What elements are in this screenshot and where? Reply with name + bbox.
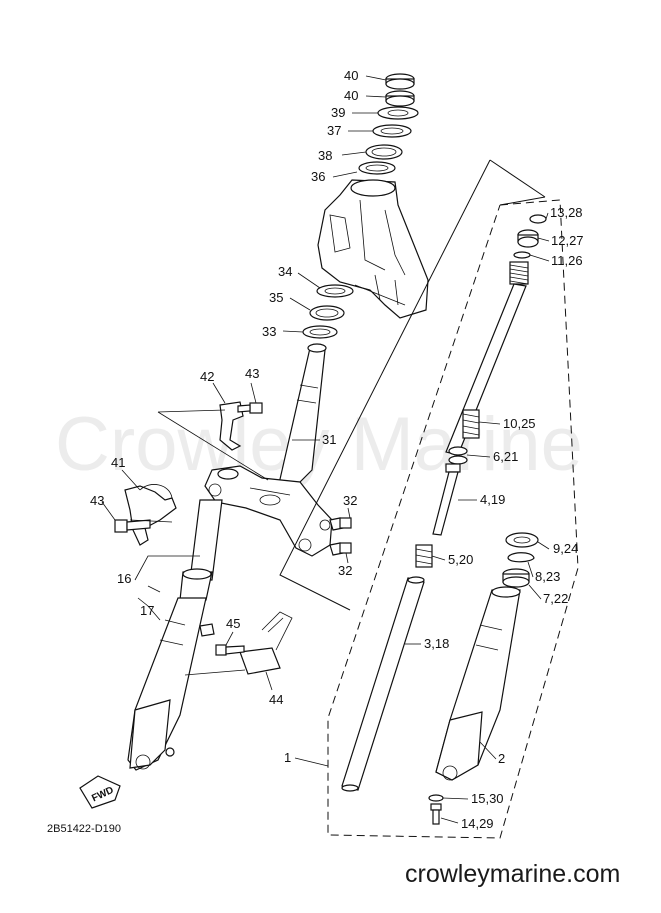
callout-40b: 40 [344, 88, 358, 103]
callout-43b: 43 [90, 493, 104, 508]
callout-labels: 40 40 39 37 38 36 34 35 33 42 43 31 41 4… [90, 68, 584, 831]
piston-ring-6 [448, 446, 468, 465]
hose-clamp-42 [219, 401, 263, 451]
assembly-frame-dashed [327, 199, 579, 839]
callout-38: 38 [318, 148, 332, 163]
callout-17: 17 [140, 603, 154, 618]
callout-33: 33 [262, 324, 276, 339]
callout-15-30: 15,30 [471, 791, 504, 806]
callout-32b: 32 [338, 563, 352, 578]
bracket-41 [114, 484, 177, 546]
callout-31: 31 [322, 432, 336, 447]
callout-16: 16 [117, 571, 131, 586]
under-bracket [204, 465, 333, 557]
callout-4-19: 4,19 [480, 492, 505, 507]
callout-13-28: 13,28 [550, 205, 583, 220]
callout-6-21: 6,21 [493, 449, 518, 464]
callout-9-24: 9,24 [553, 541, 578, 556]
callout-14-29: 14,29 [461, 816, 494, 831]
callout-12-27: 12,27 [551, 233, 584, 248]
fork-bottom-case-2 [435, 586, 521, 781]
dust-seal-7 [502, 568, 530, 588]
oil-seal-9 [505, 532, 539, 548]
callout-41: 41 [111, 455, 125, 470]
cable-guide-44 [215, 611, 293, 675]
cap-bolt-12 [517, 229, 539, 248]
callout-36: 36 [311, 169, 325, 184]
diagram-code: 2B51422-D190 [47, 823, 121, 835]
callout-3-18: 3,18 [424, 636, 449, 651]
gasket-15 [428, 794, 444, 802]
outer-tube-3 [341, 576, 425, 792]
callout-42: 42 [200, 369, 214, 384]
circlip-13 [529, 214, 547, 224]
watermark-text: Crowley Marine [55, 402, 583, 487]
callout-44: 44 [269, 692, 283, 707]
damper-rod-4 [432, 463, 461, 536]
frame-head-pipe [317, 179, 429, 319]
rebound-spring-5 [415, 544, 433, 568]
callout-11-26: 11,26 [551, 253, 583, 268]
bearing-stack-upper [358, 73, 419, 175]
leader-lines [101, 75, 550, 824]
callout-1: 1 [284, 750, 291, 765]
steering-stem [277, 343, 327, 491]
callout-35: 35 [269, 290, 283, 305]
bolt-14 [430, 803, 442, 825]
fwd-arrow-icon: FWD [79, 775, 121, 809]
assembly-frame-solid [279, 159, 546, 611]
o-ring-11 [513, 251, 531, 259]
callout-39: 39 [331, 105, 345, 120]
callout-2: 2 [498, 751, 505, 766]
spring-10 [462, 409, 480, 439]
callout-40a: 40 [344, 68, 358, 83]
callout-43a: 43 [245, 366, 259, 381]
website-text: crowleymarine.com [405, 860, 620, 888]
callout-32a: 32 [343, 493, 357, 508]
bolts-32 [329, 517, 352, 556]
callout-10-25: 10,25 [503, 416, 536, 431]
callout-8-23: 8,23 [535, 569, 560, 584]
clip-8 [507, 552, 535, 563]
bearing-stack-lower [302, 284, 354, 339]
callout-5-20: 5,20 [448, 552, 473, 567]
callout-34: 34 [278, 264, 292, 279]
callout-37: 37 [327, 123, 341, 138]
fork-spring-upper [509, 261, 529, 285]
left-front-fork [127, 499, 223, 771]
callout-7-22: 7,22 [543, 591, 568, 606]
callout-45: 45 [226, 616, 240, 631]
